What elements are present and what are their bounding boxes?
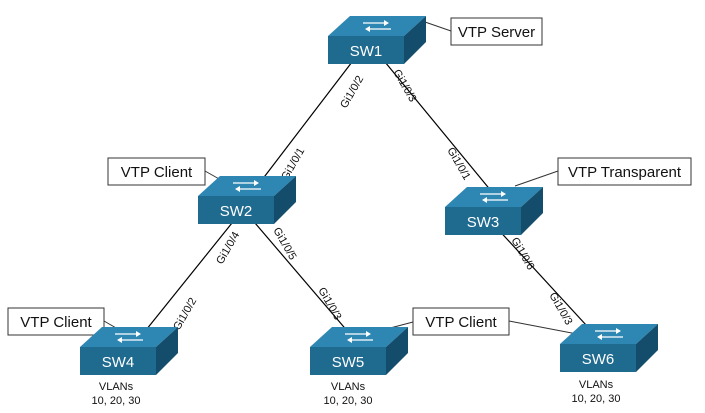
- switch-sw6-label: SW6: [582, 351, 615, 368]
- vlan-title-sw5: VLANs: [331, 381, 366, 393]
- switch-sw4[interactable]: SW4: [80, 327, 178, 375]
- switch-sw1-front: [328, 36, 404, 64]
- callout-connector-sw5-right: [508, 320, 578, 335]
- switch-sw1-side: [404, 16, 426, 64]
- role-label-sw3: VTP Transparent: [568, 164, 682, 181]
- port-label-sw6-gi1-0-3: Gi1/0/3: [546, 291, 574, 328]
- switch-sw6-front: [560, 344, 636, 372]
- role-callouts: [7, 17, 692, 337]
- switch-sw4-side: [156, 327, 178, 375]
- switch-sw2-side: [274, 176, 296, 224]
- role-box-sw2: [107, 157, 206, 186]
- callout-connector-sw3: [514, 170, 559, 187]
- switch-sw3-label: SW3: [467, 214, 500, 231]
- callout-connector-sw1: [424, 21, 452, 32]
- role-label-sw1: VTP Server: [458, 24, 535, 41]
- link-sw2-sw5: [254, 222, 356, 341]
- port-label-sw5-gi1-0-3: Gi1/0/3: [315, 286, 343, 323]
- port-label-sw2-gi1-0-4: Gi1/0/4: [214, 230, 242, 267]
- switch-sw3[interactable]: SW3: [445, 187, 543, 235]
- port-label-sw1-gi1-0-2: Gi1/0/2: [338, 74, 366, 111]
- switch-sw4-top: [80, 327, 178, 347]
- role-label-sw2: VTP Client: [121, 164, 193, 181]
- switch-sw6-side: [636, 324, 658, 372]
- switch-sw2-top: [198, 176, 296, 196]
- switch-sw5-label: SW5: [332, 354, 365, 371]
- switch-sw1[interactable]: SW1: [328, 16, 426, 64]
- switch-sw5-top: [310, 327, 408, 347]
- switch-sw3-side: [521, 187, 543, 235]
- role-label-sw4: VTP Client: [20, 314, 92, 331]
- role-box-sw5: [412, 307, 510, 336]
- switch-sw1-top: [328, 16, 426, 36]
- role-box-sw1: [450, 17, 543, 46]
- switch-sw2-label: SW2: [220, 203, 253, 220]
- vlan-captions: VLANs 10, 20, 30 VLANs 10, 20, 30 VLANs …: [92, 379, 621, 407]
- link-sw1-sw2: [254, 61, 353, 190]
- role-labels: VTP Server VTP Client VTP Transparent VT…: [20, 24, 682, 331]
- vlan-title-sw4: VLANs: [99, 381, 134, 393]
- switch-sw4-front: [80, 347, 156, 375]
- switch-sw2[interactable]: SW2: [198, 176, 296, 224]
- switch-sw5-side: [386, 327, 408, 375]
- port-label-sw3-gi1-0-6: Gi1/0/6: [508, 236, 536, 273]
- switch-sw3-top: [445, 187, 543, 207]
- vlan-title-sw6: VLANs: [579, 379, 614, 391]
- role-box-sw3: [557, 157, 692, 186]
- switch-sw1-label: SW1: [350, 43, 383, 60]
- link-sw2-sw4: [137, 222, 233, 341]
- switch-sw3-front: [445, 207, 521, 235]
- switch-sw6[interactable]: SW6: [560, 324, 658, 372]
- links: [137, 61, 599, 341]
- vlan-list-sw4: 10, 20, 30: [92, 395, 141, 407]
- port-label-sw1-gi1-0-3: Gi1/0/3: [390, 68, 418, 105]
- role-box-sw4: [7, 307, 105, 336]
- switch-sw6-top: [560, 324, 658, 344]
- vlan-list-sw6: 10, 20, 30: [572, 393, 621, 405]
- switch-sw5[interactable]: SW5: [310, 327, 408, 375]
- link-sw3-sw6: [494, 225, 599, 339]
- role-label-sw5: VTP Client: [425, 314, 497, 331]
- vlan-list-sw5: 10, 20, 30: [324, 395, 373, 407]
- port-label-sw4-gi1-0-2: Gi1/0/2: [171, 296, 199, 333]
- switch-sw2-front: [198, 196, 274, 224]
- link-sw1-sw3: [384, 61, 493, 193]
- switch-sw5-front: [310, 347, 386, 375]
- switch-sw4-label: SW4: [102, 354, 135, 371]
